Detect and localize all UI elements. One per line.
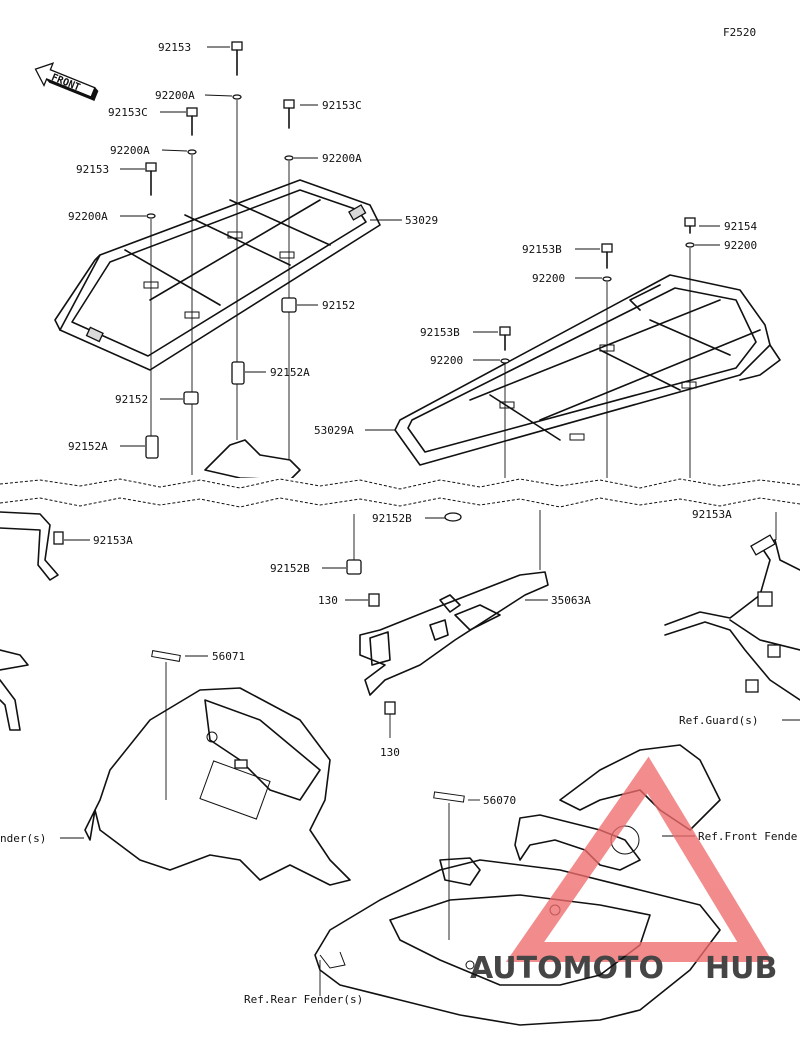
label-53029: 53029	[405, 214, 438, 227]
left-frame-piece	[0, 649, 29, 731]
bolt-92153B-2	[499, 326, 511, 364]
label-92152A-mid: 92152A	[270, 366, 310, 379]
label-92152B-2: 92152B	[270, 562, 310, 575]
label-92152B-1: 92152B	[372, 512, 412, 525]
collar-92152A-left	[145, 435, 159, 459]
label-92153-left: 92153	[76, 163, 109, 176]
label-92153B-2: 92153B	[420, 326, 460, 339]
bolt-92153-left	[145, 162, 157, 219]
label-92153B-1: 92153B	[522, 243, 562, 256]
label-92154: 92154	[724, 220, 757, 233]
cut-band: 92153A	[0, 478, 800, 521]
bolt-92153B-1	[601, 243, 613, 282]
label-92152-right: 92152	[322, 299, 355, 312]
label-53029A: 53029A	[314, 424, 354, 437]
watermark-brand-part1: AUTOMOTO	[470, 951, 664, 986]
label-92153C-right: 92153C	[322, 99, 362, 112]
bolt-92153C-right	[283, 99, 295, 161]
label-56071: 56071	[212, 650, 245, 663]
collar-92152-right	[281, 297, 297, 313]
bracket-35063A	[359, 571, 549, 696]
cut-label: 92153A	[692, 508, 732, 521]
bolt-92154	[684, 217, 696, 248]
bolt-130-2	[384, 701, 396, 715]
watermark-brand-part2: HUB	[705, 951, 777, 986]
automotohub-logo: AUTOMOTO HUB	[470, 756, 777, 986]
bolt-92153-top	[231, 41, 243, 100]
ref-front-fender: Ref.Front Fende	[698, 830, 797, 843]
ref-guard: Ref.Guard(s)	[679, 714, 758, 727]
bolt-130-1	[368, 593, 380, 607]
front-carrier-53029A	[394, 274, 781, 466]
left-bracket	[204, 439, 301, 481]
label-92153-top: 92153	[158, 41, 191, 54]
collar-92152B-1	[444, 512, 462, 522]
left-stay-bracket	[0, 511, 64, 581]
label-92152A-left: 92152A	[68, 440, 108, 453]
label-92152-left: 92152	[115, 393, 148, 406]
figure-code: F2520	[723, 26, 756, 39]
guard-frame	[664, 512, 800, 701]
ref-rear-fender: Ref.Rear Fender(s)	[244, 993, 363, 1006]
label-130-1: 130	[318, 594, 338, 607]
bolt-92153C-left	[186, 107, 198, 155]
watermark-triangle-icon	[505, 756, 773, 962]
label-92200A-2: 92200A	[110, 144, 150, 157]
rear-carrier-53029	[54, 179, 381, 371]
label-92200-r2: 92200	[532, 272, 565, 285]
label-92200-r3: 92200	[430, 354, 463, 367]
label-35063A: 35063A	[551, 594, 591, 607]
label-92153A: 92153A	[93, 534, 133, 547]
decal-56070	[433, 791, 465, 803]
ref-fender-left: nder(s)	[0, 832, 46, 845]
label-92200A-4: 92200A	[68, 210, 108, 223]
collar-92152-left	[183, 391, 199, 405]
label-92200A-1: 92200A	[155, 89, 195, 102]
label-56070: 56070	[483, 794, 516, 807]
label-92200A-3: 92200A	[322, 152, 362, 165]
label-92153C-left: 92153C	[108, 106, 148, 119]
front-arrow-icon: FRONT	[34, 62, 99, 102]
label-92200-r1: 92200	[724, 239, 757, 252]
label-130-2: 130	[380, 746, 400, 759]
fender-left	[84, 687, 351, 886]
decal-56071	[151, 650, 181, 662]
collar-92152B-2	[346, 559, 362, 575]
collar-92152A-mid	[231, 361, 245, 385]
rear-fender-bottom	[314, 857, 721, 1026]
